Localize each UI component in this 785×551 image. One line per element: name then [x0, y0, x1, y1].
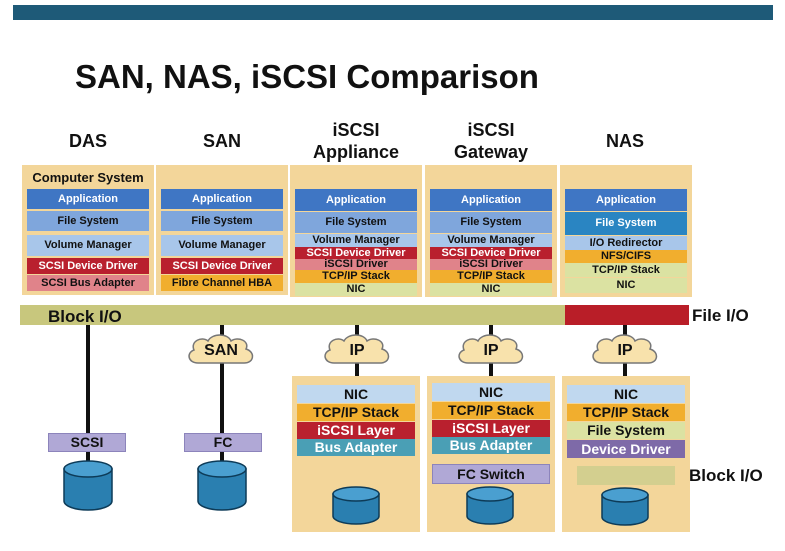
nas-application-layer: Application — [565, 189, 687, 211]
gateway-scsi-driver-layer: SCSI Device Driver — [430, 247, 552, 259]
gateway-disk-icon — [466, 486, 514, 525]
gateway-tcpip-layer: TCP/IP Stack — [430, 270, 552, 283]
san-file-system-layer: File System — [161, 211, 283, 231]
appliance-application-layer: Application — [295, 189, 417, 211]
block-io-bar — [20, 305, 565, 325]
nas-nfs-cifs-layer: NFS/CIFS — [565, 250, 687, 263]
appliance-device-nic: NIC — [297, 385, 415, 403]
nas-io-redirector-layer: I/O Redirector — [565, 236, 687, 250]
san-heading: SAN — [202, 131, 241, 151]
nas-block-io-bar — [577, 466, 675, 485]
iscsi-gateway-heading: iSCSI Gateway — [426, 119, 556, 163]
appliance-file-system-layer: File System — [295, 212, 417, 233]
appliance-tcpip-layer: TCP/IP Stack — [295, 270, 417, 283]
gateway-file-system-layer: File System — [430, 212, 552, 233]
nas-heading: NAS — [605, 131, 644, 151]
gateway-ip-cloud: IP — [458, 334, 524, 364]
iscsi-appliance-heading: iSCSI Appliance — [291, 119, 421, 163]
das-connector-line — [86, 325, 90, 465]
appliance-device-bus-adapter: Bus Adapter — [297, 439, 415, 456]
das-scsi-bus-adapter-layer: SCSI Bus Adapter — [27, 275, 149, 291]
nas-block-io-label: Block I/O — [689, 466, 763, 485]
heading-line-2: Appliance — [312, 142, 400, 162]
appliance-device-tcpip: TCP/IP Stack — [297, 404, 415, 421]
gateway-device-nic: NIC — [432, 383, 550, 401]
top-banner — [13, 5, 773, 20]
gateway-nic-layer: NIC — [430, 283, 552, 296]
heading-line-1: iSCSI — [332, 120, 380, 140]
nas-tcpip-layer: TCP/IP Stack — [565, 263, 687, 277]
gateway-application-layer: Application — [430, 189, 552, 211]
das-heading: DAS — [68, 131, 107, 151]
gateway-device-bus-adapter: Bus Adapter — [432, 437, 550, 454]
scsi-interface-box: SCSI — [48, 433, 126, 452]
das-disk-icon — [63, 460, 113, 511]
appliance-iscsi-driver-layer: iSCSI Driver — [295, 259, 417, 270]
nas-device-nic: NIC — [567, 385, 685, 403]
san-connector-line — [220, 325, 224, 465]
nas-ip-label: IP — [617, 342, 632, 359]
das-application-layer: Application — [27, 189, 149, 209]
san-cloud: SAN — [188, 334, 254, 364]
gateway-device-tcpip: TCP/IP Stack — [432, 402, 550, 419]
nas-nic-layer: NIC — [565, 278, 687, 293]
page-title: SAN, NAS, iSCSI Comparison — [75, 58, 539, 95]
file-io-bar — [565, 305, 689, 325]
das-scsi-driver-layer: SCSI Device Driver — [27, 258, 149, 274]
gateway-volume-manager-layer: Volume Manager — [430, 234, 552, 247]
san-fc-hba-layer: Fibre Channel HBA — [161, 275, 283, 291]
appliance-device-iscsi-layer: iSCSI Layer — [297, 422, 415, 439]
nas-disk-icon — [601, 487, 649, 526]
appliance-disk-icon — [332, 486, 380, 525]
das-volume-manager-layer: Volume Manager — [27, 235, 149, 256]
appliance-ip-cloud: IP — [324, 334, 390, 364]
appliance-nic-layer: NIC — [295, 283, 417, 296]
san-volume-manager-layer: Volume Manager — [161, 235, 283, 256]
gateway-iscsi-driver-layer: iSCSI Driver — [430, 259, 552, 270]
nas-file-system-layer: File System — [565, 212, 687, 235]
appliance-volume-manager-layer: Volume Manager — [295, 234, 417, 247]
appliance-scsi-driver-layer: SCSI Device Driver — [295, 247, 417, 259]
appliance-ip-label: IP — [349, 342, 364, 359]
fc-switch-box: FC Switch — [432, 464, 550, 484]
san-disk-icon — [197, 460, 247, 511]
block-io-label: Block I/O — [48, 307, 122, 326]
das-file-system-layer: File System — [27, 211, 149, 231]
san-application-layer: Application — [161, 189, 283, 209]
fc-interface-box: FC — [184, 433, 262, 452]
gateway-ip-label: IP — [483, 342, 498, 359]
san-cloud-label: SAN — [204, 342, 238, 359]
gateway-device-iscsi-layer: iSCSI Layer — [432, 420, 550, 437]
nas-ip-cloud: IP — [592, 334, 658, 364]
nas-device-file-system: File System — [567, 422, 685, 439]
heading-line-2: Gateway — [453, 142, 529, 162]
file-io-label: File I/O — [692, 306, 749, 325]
nas-device-tcpip: TCP/IP Stack — [567, 404, 685, 421]
san-scsi-driver-layer: SCSI Device Driver — [161, 258, 283, 274]
nas-device-driver: Device Driver — [567, 440, 685, 458]
heading-line-1: iSCSI — [467, 120, 515, 140]
das-panel-title: Computer System — [32, 170, 144, 185]
